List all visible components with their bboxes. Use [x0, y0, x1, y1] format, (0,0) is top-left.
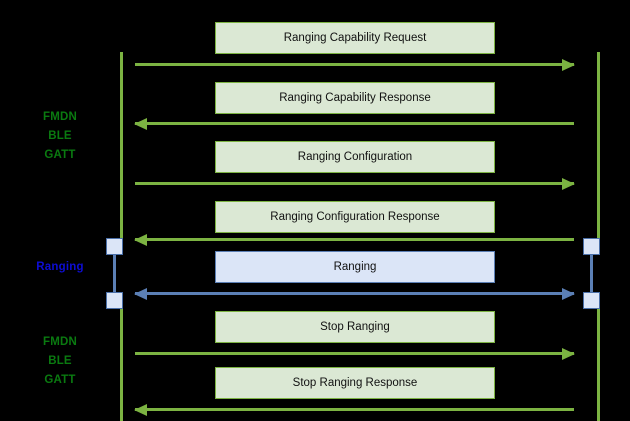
- phase-label-fmdn-ble-gatt-top: FMDN BLE GATT: [42, 111, 77, 161]
- phase-label-fmdn-ble-gatt-bottom: FMDN BLE GATT: [42, 336, 77, 386]
- message-arrow-ranging-bidirectional: [134, 287, 575, 300]
- message-arrow-stop-ranging: [135, 347, 575, 360]
- message-arrow-ranging-configuration: [135, 177, 575, 190]
- message-arrow-ranging-capability-request: [135, 58, 575, 71]
- activation-box-right-start: [583, 238, 600, 255]
- arrowhead-left-icon: [134, 117, 147, 130]
- activation-bar-left: [113, 246, 116, 302]
- arrowhead-left-icon: [134, 287, 147, 300]
- message-box-stop-ranging: Stop Ranging: [215, 311, 495, 343]
- phase-label-ranging: Ranging: [36, 261, 84, 273]
- activation-box-left-start: [106, 238, 123, 255]
- arrowhead-right-icon: [562, 287, 575, 300]
- message-arrow-stop-ranging-response: [134, 403, 574, 416]
- message-box-stop-ranging-response: Stop Ranging Response: [215, 367, 495, 399]
- lifeline-left-upper: [120, 52, 123, 242]
- arrowhead-right-icon: [562, 58, 575, 71]
- message-box-ranging-configuration: Ranging Configuration: [215, 141, 495, 173]
- message-box-ranging-capability-request: Ranging Capability Request: [215, 22, 495, 54]
- activation-bar-right: [590, 246, 593, 302]
- lifeline-left-lower: [120, 298, 123, 421]
- lifeline-right-upper: [597, 52, 600, 242]
- message-arrow-ranging-capability-response: [134, 117, 574, 130]
- activation-box-right-end: [583, 292, 600, 309]
- message-box-ranging-configuration-response: Ranging Configuration Response: [215, 201, 495, 233]
- activation-box-left-end: [106, 292, 123, 309]
- message-box-ranging-capability-response: Ranging Capability Response: [215, 82, 495, 114]
- lifeline-right-lower: [597, 298, 600, 421]
- arrowhead-right-icon: [562, 347, 575, 360]
- message-arrow-ranging-configuration-response: [134, 233, 574, 246]
- arrowhead-left-icon: [134, 403, 147, 416]
- message-box-ranging: Ranging: [215, 251, 495, 283]
- arrowhead-right-icon: [562, 177, 575, 190]
- arrowhead-left-icon: [134, 233, 147, 246]
